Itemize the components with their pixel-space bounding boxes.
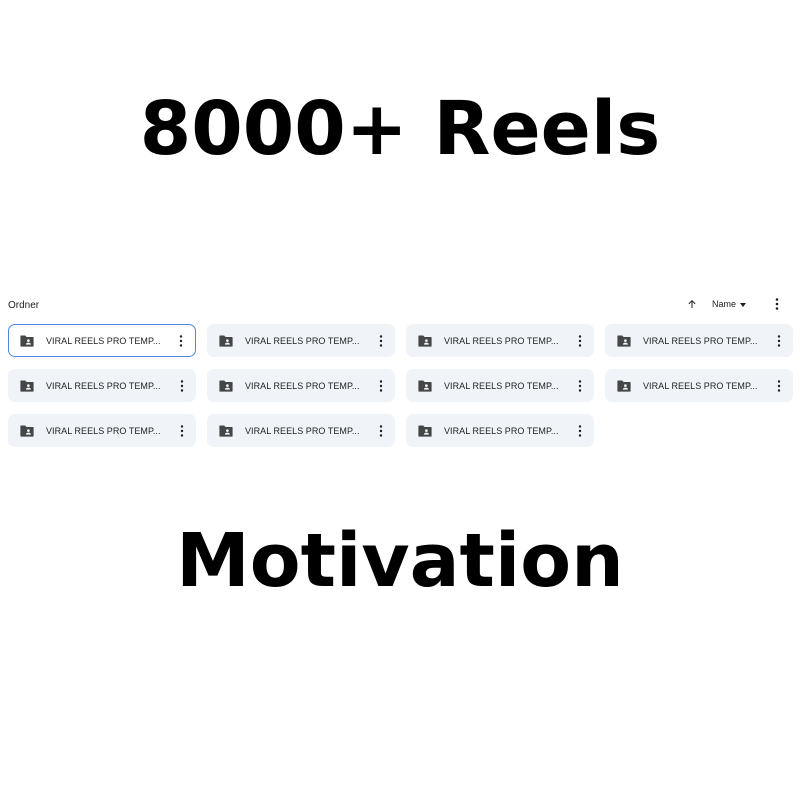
caret-down-icon	[740, 302, 747, 307]
shared-folder-icon	[219, 335, 233, 347]
folder-more-actions-button[interactable]	[174, 376, 190, 396]
more-vertical-icon	[179, 334, 183, 347]
folder-more-actions-button[interactable]	[572, 331, 588, 351]
folder-name: VIRAL REELS PRO TEMP...	[643, 380, 758, 391]
folder-more-actions-button[interactable]	[771, 331, 787, 351]
folder-more-actions-button[interactable]	[373, 331, 389, 351]
folder-more-actions-button[interactable]	[771, 376, 787, 396]
folder-more-actions-button[interactable]	[173, 331, 189, 351]
more-vertical-icon	[578, 334, 582, 347]
more-vertical-icon	[777, 379, 781, 392]
section-label: Ordner	[8, 300, 40, 311]
folder-card[interactable]: VIRAL REELS PRO TEMP...	[8, 324, 196, 357]
more-vertical-icon	[180, 379, 184, 392]
folder-more-actions-button[interactable]	[572, 421, 588, 441]
headline-top: 8000+ Reels	[139, 86, 661, 172]
shared-folder-icon	[20, 380, 34, 392]
folder-name: VIRAL REELS PRO TEMP...	[46, 425, 161, 436]
folder-name: VIRAL REELS PRO TEMP...	[444, 380, 559, 391]
folder-more-actions-button[interactable]	[572, 376, 588, 396]
folder-card[interactable]: VIRAL REELS PRO TEMP...	[207, 324, 395, 357]
shared-folder-icon	[219, 425, 233, 437]
shared-folder-icon	[20, 335, 34, 347]
view-options-button[interactable]	[769, 296, 785, 312]
folder-name: VIRAL REELS PRO TEMP...	[643, 335, 758, 346]
more-vertical-icon	[578, 379, 582, 392]
folder-card[interactable]: VIRAL REELS PRO TEMP...	[406, 369, 594, 402]
more-vertical-icon	[180, 424, 184, 437]
folder-name: VIRAL REELS PRO TEMP...	[46, 380, 161, 391]
folder-name: VIRAL REELS PRO TEMP...	[245, 380, 360, 391]
shared-folder-icon	[20, 425, 34, 437]
folder-grid: VIRAL REELS PRO TEMP... VIRAL REELS PRO …	[8, 324, 793, 447]
folder-card[interactable]: VIRAL REELS PRO TEMP...	[207, 414, 395, 447]
folder-card[interactable]: VIRAL REELS PRO TEMP...	[605, 369, 793, 402]
shared-folder-icon	[617, 380, 631, 392]
shared-folder-icon	[418, 425, 432, 437]
more-vertical-icon	[777, 334, 781, 347]
folder-card[interactable]: VIRAL REELS PRO TEMP...	[406, 324, 594, 357]
sort-direction-button[interactable]	[684, 296, 700, 312]
folder-more-actions-button[interactable]	[373, 421, 389, 441]
shared-folder-icon	[219, 380, 233, 392]
folder-toolbar: Ordner Name	[0, 294, 800, 318]
sort-by-label: Name	[712, 299, 737, 309]
more-vertical-icon	[379, 379, 383, 392]
folder-name: VIRAL REELS PRO TEMP...	[245, 425, 360, 436]
folder-card[interactable]: VIRAL REELS PRO TEMP...	[8, 414, 196, 447]
folder-card[interactable]: VIRAL REELS PRO TEMP...	[605, 324, 793, 357]
folder-card[interactable]: VIRAL REELS PRO TEMP...	[8, 369, 196, 402]
shared-folder-icon	[617, 335, 631, 347]
arrow-up-icon	[688, 300, 696, 308]
shared-folder-icon	[418, 335, 432, 347]
folder-name: VIRAL REELS PRO TEMP...	[245, 335, 360, 346]
folder-more-actions-button[interactable]	[174, 421, 190, 441]
folder-card[interactable]: VIRAL REELS PRO TEMP...	[207, 369, 395, 402]
folder-name: VIRAL REELS PRO TEMP...	[444, 425, 559, 436]
folder-more-actions-button[interactable]	[373, 376, 389, 396]
headline-bottom: Motivation	[176, 518, 624, 604]
more-vertical-icon	[775, 298, 779, 310]
more-vertical-icon	[578, 424, 582, 437]
folder-card[interactable]: VIRAL REELS PRO TEMP...	[406, 414, 594, 447]
shared-folder-icon	[418, 380, 432, 392]
more-vertical-icon	[379, 334, 383, 347]
folder-name: VIRAL REELS PRO TEMP...	[444, 335, 559, 346]
folder-name: VIRAL REELS PRO TEMP...	[46, 335, 161, 346]
sort-by-button[interactable]: Name	[712, 296, 747, 312]
more-vertical-icon	[379, 424, 383, 437]
